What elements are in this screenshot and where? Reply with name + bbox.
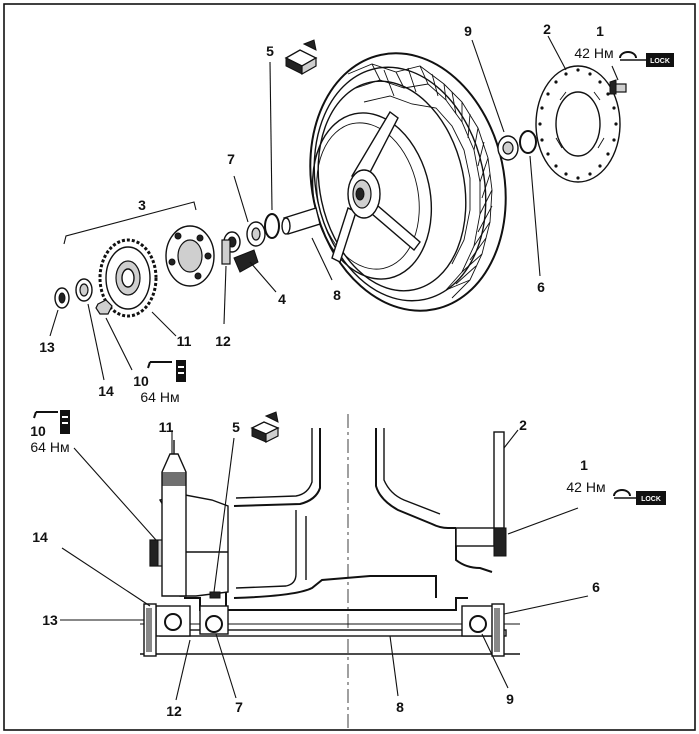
o-ring-section [209,591,221,599]
brake-disc-section [455,431,507,557]
label-8: 8 [333,287,341,303]
part-9-bearing [497,135,519,161]
bottom-label-8: 8 [396,699,404,715]
torque-wrench-icon-bottom [33,410,70,434]
hub-body [184,428,493,612]
torque-10: 64 Нм [140,389,179,405]
bottom-label-1: 1 [580,457,588,473]
outer-frame [3,3,696,731]
part-1-bolt [609,79,627,95]
bottom-label-5: 5 [232,419,240,435]
bottom-label-6: 6 [592,579,600,595]
lock-icon: LOCK [619,51,674,67]
lock-text-bottom: LOCK [641,496,661,503]
cross-section-view: LOCK 1 42 Нм 2 5 6 [30,410,666,730]
bottom-torque-1: 42 Нм [566,479,605,495]
leader-lines-bottom [60,429,589,701]
label-11: 11 [177,333,192,349]
part-10-nut [95,299,113,315]
part-11-sprocket [98,238,158,318]
wheel-rim [311,110,433,280]
label-1: 1 [596,23,604,39]
part-4-damper [233,249,259,273]
part-7-bearing [246,221,266,247]
bottom-label-11: 11 [159,419,174,435]
grease-icon-bottom [250,411,280,443]
label-10: 10 [133,373,149,389]
label-7: 7 [227,151,235,167]
label-5: 5 [266,43,274,59]
label-3: 3 [138,197,146,213]
label-13: 13 [39,339,55,355]
label-4: 4 [278,291,286,307]
bracket-3 [63,201,197,245]
part-6-seal [519,130,537,154]
rear-wheel-tire [309,52,507,312]
bottom-torque-10: 64 Нм [30,439,69,455]
part-13-seal [54,287,70,309]
left-bearings [143,603,229,657]
bottom-label-2: 2 [519,417,527,433]
part-3-sprocket-carrier [165,225,215,287]
bottom-label-12: 12 [166,703,182,719]
bottom-label-9: 9 [506,691,514,707]
part-5-o-ring [264,213,280,239]
part-2-brake-disc [535,65,621,183]
leader-lines-top [49,35,619,381]
right-bearings [461,603,505,657]
label-14: 14 [98,383,114,399]
label-12: 12 [215,333,231,349]
grease-icon [284,39,318,76]
bottom-label-7: 7 [235,699,243,715]
label-9: 9 [464,23,472,39]
part-14-bearing [75,278,93,302]
lock-icon-bottom: LOCK [613,489,666,505]
bottom-label-13: 13 [42,612,58,628]
sprocket-section [161,440,187,597]
exploded-view: LOCK 1 42 Нм [39,21,674,405]
part-8-spacer-tube [281,207,321,235]
lock-text: LOCK [650,58,670,65]
bottom-label-10: 10 [30,423,46,439]
torque-wrench-icon [147,360,186,382]
label-2: 2 [543,21,551,37]
hub-inner-lines [235,428,441,589]
torque-1: 42 Нм [574,45,613,61]
label-6: 6 [537,279,545,295]
bottom-label-14: 14 [32,529,48,545]
part-12-collar [221,231,241,265]
